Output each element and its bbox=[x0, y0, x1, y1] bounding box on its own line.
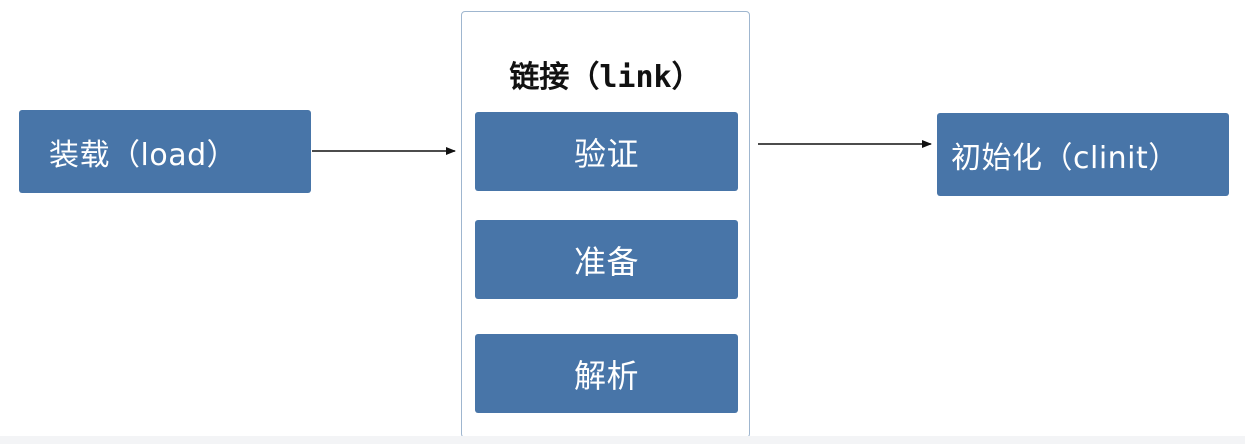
verify-node-label: 验证 bbox=[573, 134, 639, 173]
verify-node: 验证 bbox=[475, 112, 738, 191]
init-node: 初始化（clinit） bbox=[937, 113, 1229, 196]
link-phase-title: 链接（link） bbox=[509, 60, 702, 95]
resolve-node-label: 解析 bbox=[573, 356, 639, 395]
resolve-node: 解析 bbox=[475, 334, 738, 413]
load-node: 装载（load） bbox=[19, 110, 311, 193]
load-node-label: 装载（load） bbox=[49, 137, 238, 173]
prepare-node-label: 准备 bbox=[573, 242, 639, 281]
init-node-label: 初始化（clinit） bbox=[951, 140, 1179, 176]
prepare-node: 准备 bbox=[475, 220, 738, 299]
link-phase-group: 链接（link） 验证 准备 解析 bbox=[461, 11, 750, 438]
bottom-strip bbox=[0, 436, 1245, 444]
